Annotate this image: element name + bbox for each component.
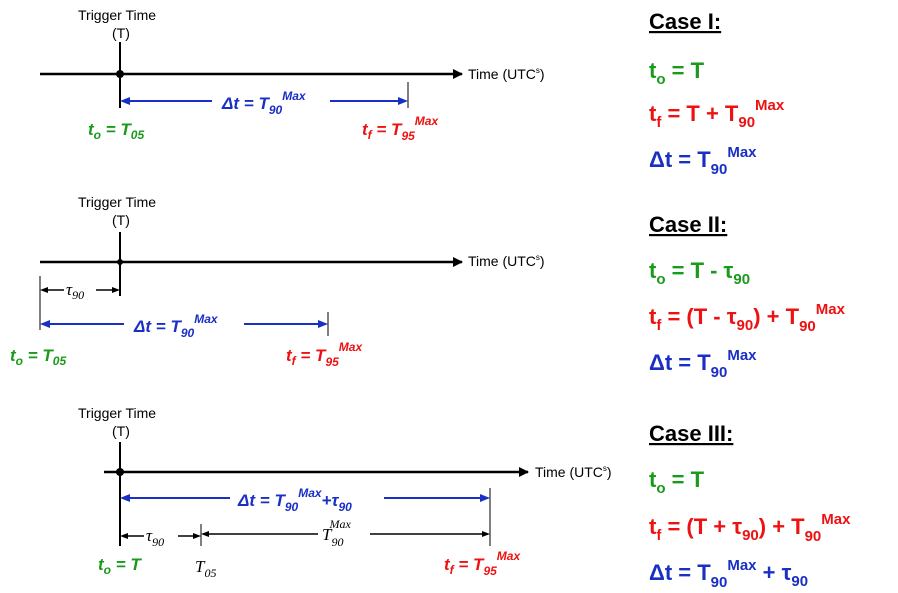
trigger-time-label: Trigger Time <box>78 194 156 210</box>
tau-arrowhead-left <box>120 533 128 539</box>
case-equations: Case I: to = T tf = T + T90Max Δt = T90M… <box>649 9 851 591</box>
diagram-case-1: Trigger Time (T) Time (UTCs) Δt = T90Max… <box>40 7 545 143</box>
case-1-title: Case I: <box>649 9 721 34</box>
to-label: to = T05 <box>88 120 144 142</box>
case-3-title: Case III: <box>649 421 733 446</box>
t90max-arrowhead-left <box>201 531 209 537</box>
trigger-symbol-label: (T) <box>112 25 130 41</box>
tau-arrowhead-right <box>112 287 120 293</box>
case-2-to: to = T - τ90 <box>649 258 750 288</box>
trigger-point <box>117 259 123 265</box>
tau-arrowhead-left <box>40 287 48 293</box>
diagram-case-2: Trigger Time (T) Time (UTCs) τ90 Δt = T9… <box>10 194 545 369</box>
dt-label: Δt = T90Max <box>221 89 307 117</box>
trigger-time-label: Trigger Time <box>78 405 156 421</box>
t05-label: T05 <box>195 557 216 580</box>
time-axis-label: Time (UTCs) <box>535 464 612 480</box>
t90max-label: T90Max <box>322 517 351 549</box>
case-1-to: to = T <box>649 58 705 88</box>
case-2-tf: tf = (T - τ90) + T90Max <box>649 301 846 335</box>
dt-arrowhead-right <box>318 320 328 328</box>
to-label: to = T <box>98 555 142 577</box>
case-1-dt: Δt = T90Max <box>649 144 757 178</box>
case-2-title: Case II: <box>649 212 727 237</box>
trigger-point <box>116 468 124 476</box>
trigger-time-label: Trigger Time <box>78 7 156 23</box>
dt-arrowhead-right <box>398 97 408 105</box>
dt-arrowhead-left <box>40 320 50 328</box>
trigger-symbol-label: (T) <box>112 212 130 228</box>
diagram-case-3: Trigger Time (T) Time (UTCs) Δt = T90Max… <box>78 405 612 580</box>
tf-label: tf = T95Max <box>444 549 521 578</box>
trigger-point <box>116 70 124 78</box>
tau-label: τ90 <box>66 280 84 302</box>
tau-label: τ90 <box>146 526 164 549</box>
dt-arrowhead-left <box>120 494 130 502</box>
case-2-dt: Δt = T90Max <box>649 347 757 381</box>
dt-label: Δt = T90Max <box>133 312 219 340</box>
dt-arrowhead-left <box>120 97 130 105</box>
case-3-dt: Δt = T90Max + τ90 <box>649 557 808 591</box>
case-1-tf: tf = T + T90Max <box>649 97 785 131</box>
dt-arrowhead-right <box>480 494 490 502</box>
tau-arrowhead-right <box>193 533 201 539</box>
time-axis-label: Time (UTCs) <box>468 66 545 82</box>
case-3-to: to = T <box>649 467 705 497</box>
dt-label: Δt = T90Max+τ90 <box>237 486 352 514</box>
tf-label: tf = T95Max <box>362 114 439 143</box>
tf-label: tf = T95Max <box>286 340 363 369</box>
trigger-symbol-label: (T) <box>112 423 130 439</box>
to-label: to = T05 <box>10 346 66 368</box>
t90max-arrowhead-right <box>482 531 490 537</box>
case-3-tf: tf = (T + τ90) + T90Max <box>649 511 851 545</box>
time-axis-label: Time (UTCs) <box>468 253 545 269</box>
